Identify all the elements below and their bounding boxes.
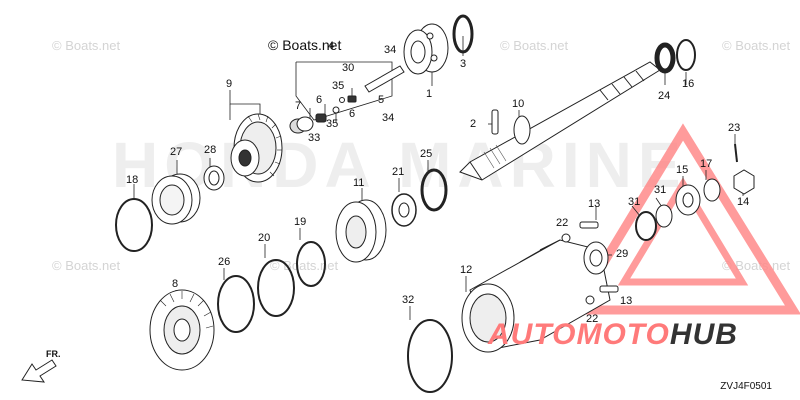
automotohub-logo: AUTOMOTOHUB (488, 318, 738, 352)
shift-rod (364, 65, 405, 93)
callout-35: 35 (326, 118, 339, 130)
callout-13: 13 (588, 198, 601, 210)
callout-26: 26 (218, 256, 231, 268)
callout-18: 18 (126, 174, 139, 186)
brand-part-2: HUB (669, 318, 738, 351)
callout-34: 34 (384, 44, 397, 56)
tapered-bearing (151, 173, 201, 225)
honda-marine-watermark: HONDA MARINE (112, 129, 687, 201)
ring-gear (149, 289, 215, 371)
bevel-gear (230, 113, 283, 183)
callout-6: 6 (349, 108, 356, 120)
needle-bearing (203, 165, 225, 191)
callout-23: 23 (728, 122, 741, 134)
small-detent-parts (289, 95, 357, 134)
callout-31: 31 (628, 196, 641, 208)
callout-1: 1 (426, 88, 433, 100)
gear-case-housing (461, 239, 611, 353)
washer-and-ring (391, 168, 448, 227)
callout-25: 25 (420, 148, 433, 160)
callout-8: 8 (172, 278, 179, 290)
callout-11: 11 (353, 177, 365, 189)
callout-19: 19 (294, 216, 307, 228)
callout-20: 20 (258, 232, 271, 244)
large-o-ring (407, 319, 453, 393)
front-label: FR. (46, 349, 61, 359)
thrust-shims (217, 241, 326, 333)
callout-31: 31 (654, 184, 667, 196)
brand-part-1: AUTOMOTO (488, 318, 670, 351)
watermark-text: © Boats.net (722, 38, 791, 53)
callout-15: 15 (676, 164, 689, 176)
callout-24: 24 (658, 90, 671, 102)
roller-bearing (583, 241, 609, 275)
callout-21: 21 (392, 166, 405, 178)
callout-6: 6 (316, 94, 323, 106)
callout-29: 29 (616, 248, 629, 260)
end-nut-parts (675, 143, 755, 216)
watermark-text: © Boats.net (52, 258, 121, 273)
callout-35: 35 (332, 80, 345, 92)
front-arrow-icon (21, 359, 57, 383)
callout-16: 16 (682, 78, 695, 90)
bolts-and-washers (561, 221, 619, 305)
callout-34: 34 (382, 112, 395, 124)
diagram-code: ZVJ4F0501 (720, 381, 772, 392)
callout-17: 17 (700, 158, 713, 170)
watermark-text: © Boats.net (52, 38, 121, 53)
credit-label: © Boats.net (268, 37, 342, 53)
callout-7: 7 (295, 100, 302, 112)
main-shaft (459, 61, 661, 181)
shim-rings (452, 14, 696, 74)
automotohub-triangle-logo (567, 123, 800, 315)
pin (491, 109, 499, 135)
o-ring (115, 198, 153, 252)
callout-13: 13 (620, 295, 633, 307)
callout-9: 9 (226, 78, 233, 90)
callout-5: 5 (378, 94, 385, 106)
watermark-text: © Boats.net (500, 38, 569, 53)
callout-27: 27 (170, 146, 183, 158)
callout-28: 28 (204, 144, 217, 156)
callout-32: 32 (402, 294, 415, 306)
callout-3: 3 (460, 58, 467, 70)
callout-14: 14 (737, 196, 750, 208)
bearing-housing (403, 23, 449, 75)
callout-22: 22 (586, 313, 599, 325)
callout-4: 4 (328, 40, 335, 52)
callout-33: 33 (308, 132, 321, 144)
callout-10: 10 (512, 98, 525, 110)
callout-30: 30 (342, 62, 355, 74)
callout-12: 12 (460, 264, 473, 276)
callout-2: 2 (470, 118, 477, 130)
clutch-assembly (335, 199, 387, 263)
callout-22: 22 (556, 217, 569, 229)
oil-seals (635, 204, 673, 241)
watermark-text: © Boats.net (270, 258, 339, 273)
